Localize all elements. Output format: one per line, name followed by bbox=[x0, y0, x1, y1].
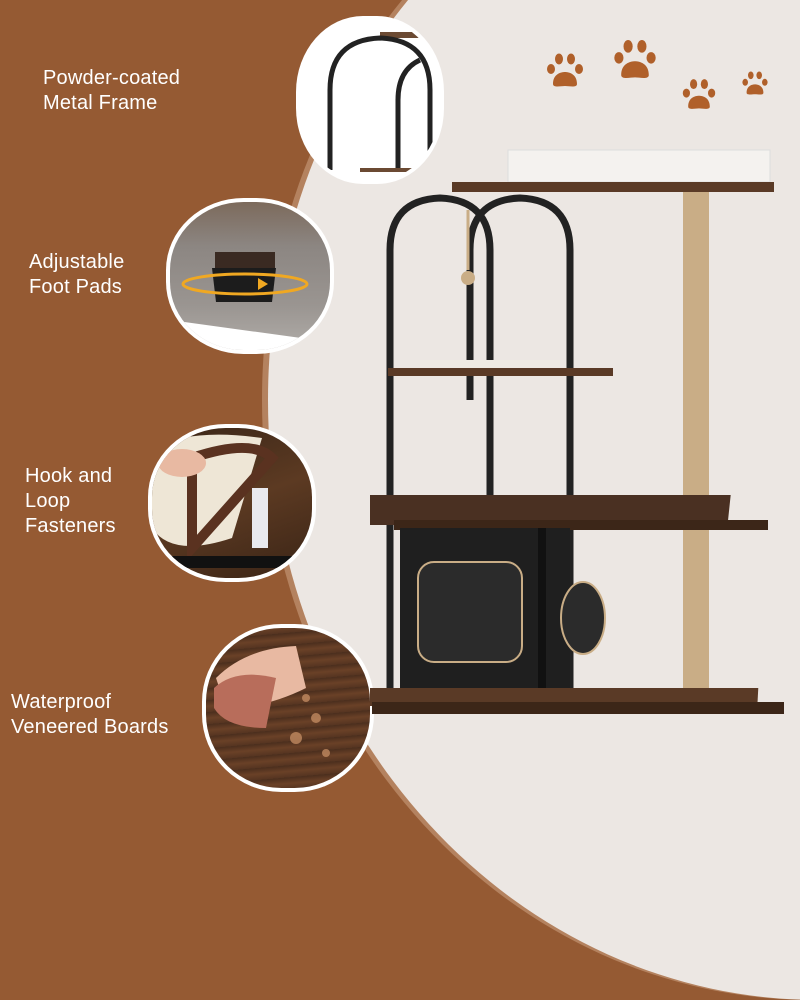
wiping-hand-icon bbox=[214, 646, 330, 757]
cat-tree-product bbox=[370, 149, 784, 714]
paw-print-icon bbox=[547, 53, 583, 87]
paw-print-icon bbox=[742, 71, 768, 95]
detail-bubble-frame bbox=[300, 20, 440, 180]
detail-bubble-boards bbox=[206, 628, 370, 788]
paw-print-icon bbox=[682, 79, 716, 109]
paw-print-icon bbox=[614, 40, 656, 78]
feature-label-fasteners: Hook and Loop Fasteners bbox=[25, 465, 116, 537]
detail-bubble-fasteners bbox=[152, 428, 312, 578]
cushion bbox=[507, 149, 771, 183]
metal-arch-detail bbox=[327, 32, 440, 172]
top-board bbox=[452, 182, 774, 192]
fastener-icon bbox=[152, 434, 292, 568]
foot-pad-icon bbox=[170, 252, 330, 350]
feature-label-foot-pads: Adjustable Foot Pads bbox=[29, 251, 125, 298]
feature-label-frame: Powder-coated Metal Frame bbox=[43, 67, 181, 114]
detail-bubble-foot-pads bbox=[170, 202, 330, 350]
feature-label-boards: Waterproof Veneered Boards bbox=[11, 691, 169, 738]
sisal-post bbox=[683, 188, 709, 698]
